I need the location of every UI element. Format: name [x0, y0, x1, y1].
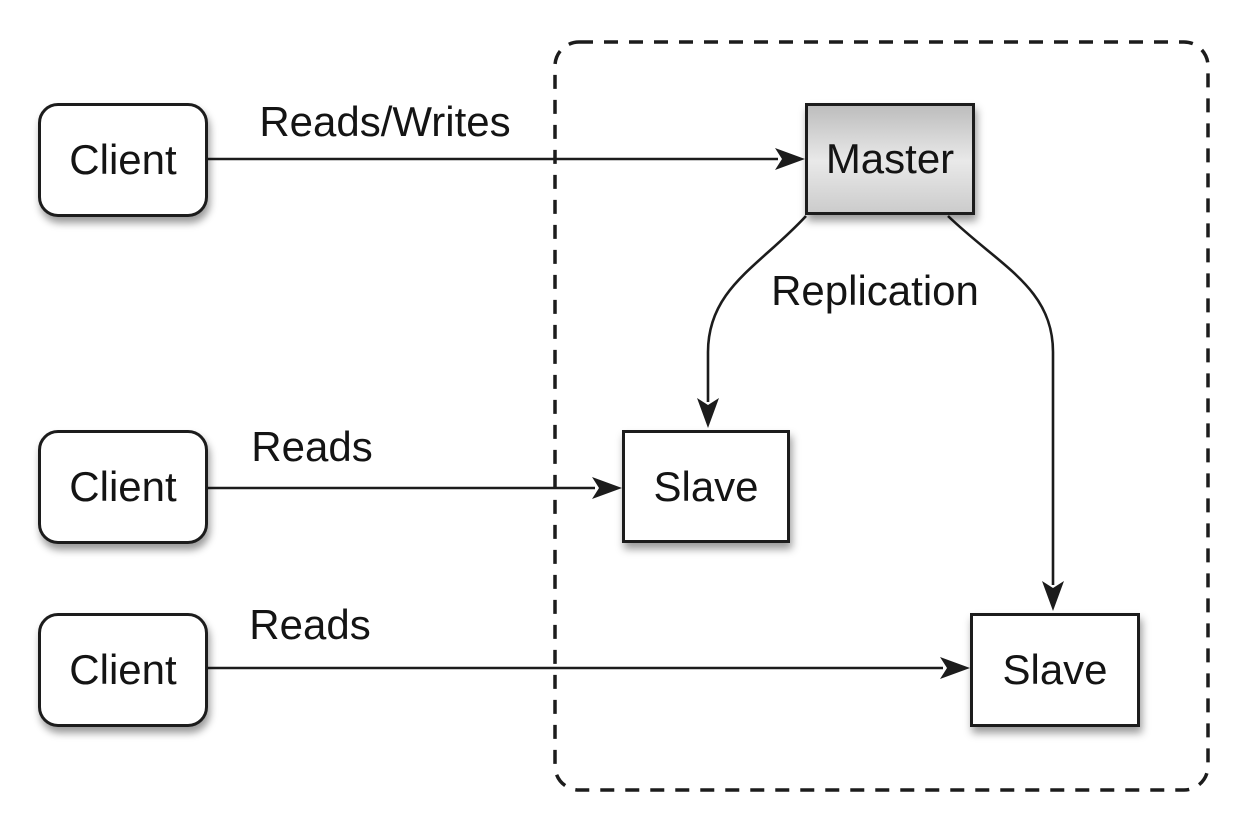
arrow-master-to-slave2	[947, 215, 1064, 611]
arrow-client2-to-slave1	[208, 477, 622, 499]
edge-label-reads-slave2: Reads	[249, 601, 371, 648]
node-slave-1-label: Slave	[653, 462, 759, 510]
node-client-2-label: Client	[69, 463, 177, 510]
edge-label-reads-writes: Reads/Writes	[259, 98, 511, 145]
arrow-master-to-slave1	[697, 215, 807, 428]
node-client-2: Client	[38, 430, 208, 544]
node-client-1-label: Client	[69, 136, 177, 183]
node-slave-1: Slave	[622, 430, 790, 543]
node-client-1: Client	[38, 103, 208, 217]
arrow-client3-to-slave2	[208, 657, 970, 679]
node-master-label: Master	[825, 135, 955, 182]
node-client-3-label: Client	[69, 646, 177, 693]
node-client-3: Client	[38, 613, 208, 727]
replication-group-boundary	[553, 40, 1210, 792]
edge-label-replication: Replication	[771, 267, 979, 314]
node-slave-2: Slave	[970, 613, 1140, 727]
arrow-client1-to-master	[208, 148, 805, 170]
node-slave-2-label: Slave	[1002, 646, 1108, 693]
node-master: Master	[805, 103, 975, 215]
edge-label-reads-slave1: Reads	[251, 423, 373, 470]
